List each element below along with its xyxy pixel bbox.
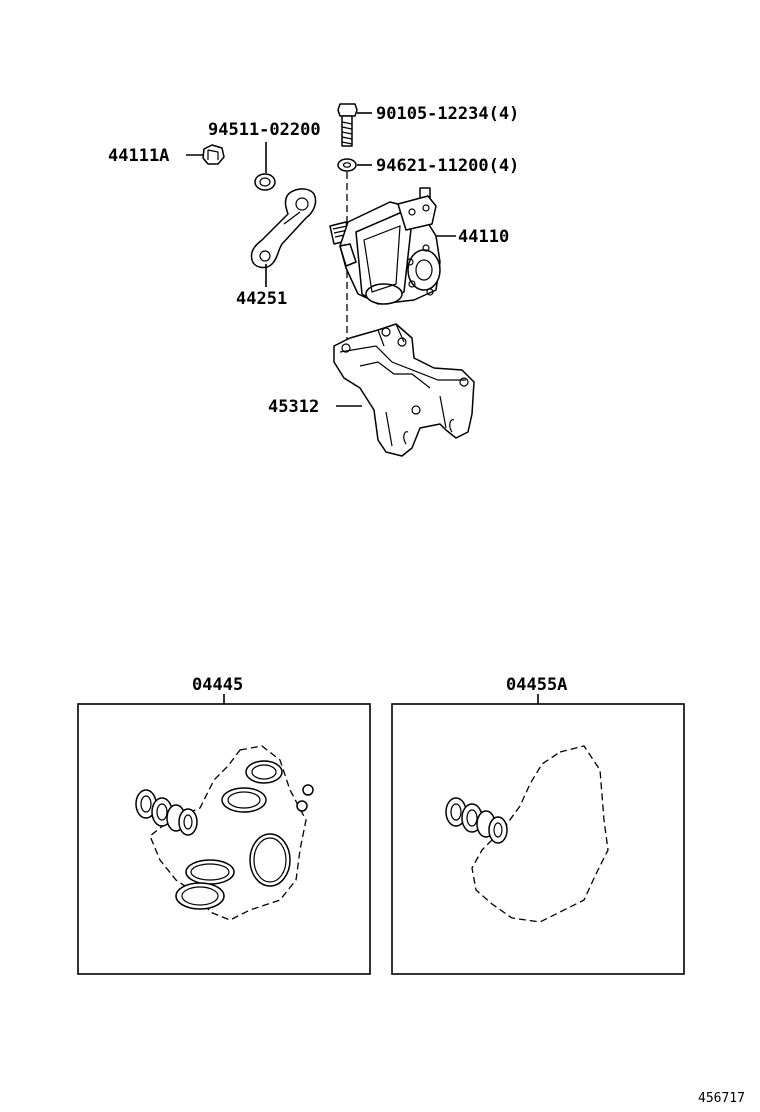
washer-part-number: 94621-11200(4) (376, 156, 519, 176)
kit-04455a-label: 04455A (506, 675, 567, 695)
arm-part-number: 44251 (236, 289, 287, 309)
nut-part-number: 44111A (108, 146, 169, 166)
kit-04455a-box[interactable] (391, 703, 685, 975)
steering-gear-part[interactable] (329, 187, 441, 305)
ring-part[interactable] (254, 173, 276, 191)
nut-part[interactable] (202, 144, 225, 165)
kit-04445-contents (135, 745, 314, 921)
kit-04445-label: 04445 (192, 675, 243, 695)
kit-04445-box[interactable] (77, 703, 371, 975)
bolt-part[interactable] (337, 103, 358, 147)
washer-part[interactable] (337, 158, 357, 172)
bolt-part-number: 90105-12234(4) (376, 104, 519, 124)
gear-part-number: 44110 (458, 227, 509, 247)
bracket-part-number: 45312 (268, 397, 319, 417)
pitman-arm-part[interactable] (250, 188, 317, 269)
bracket-part[interactable] (333, 323, 475, 457)
kit-04455a-contents (445, 745, 609, 923)
figure-number: 456717 (698, 1091, 745, 1106)
ring-part-number: 94511-02200 (208, 120, 321, 140)
